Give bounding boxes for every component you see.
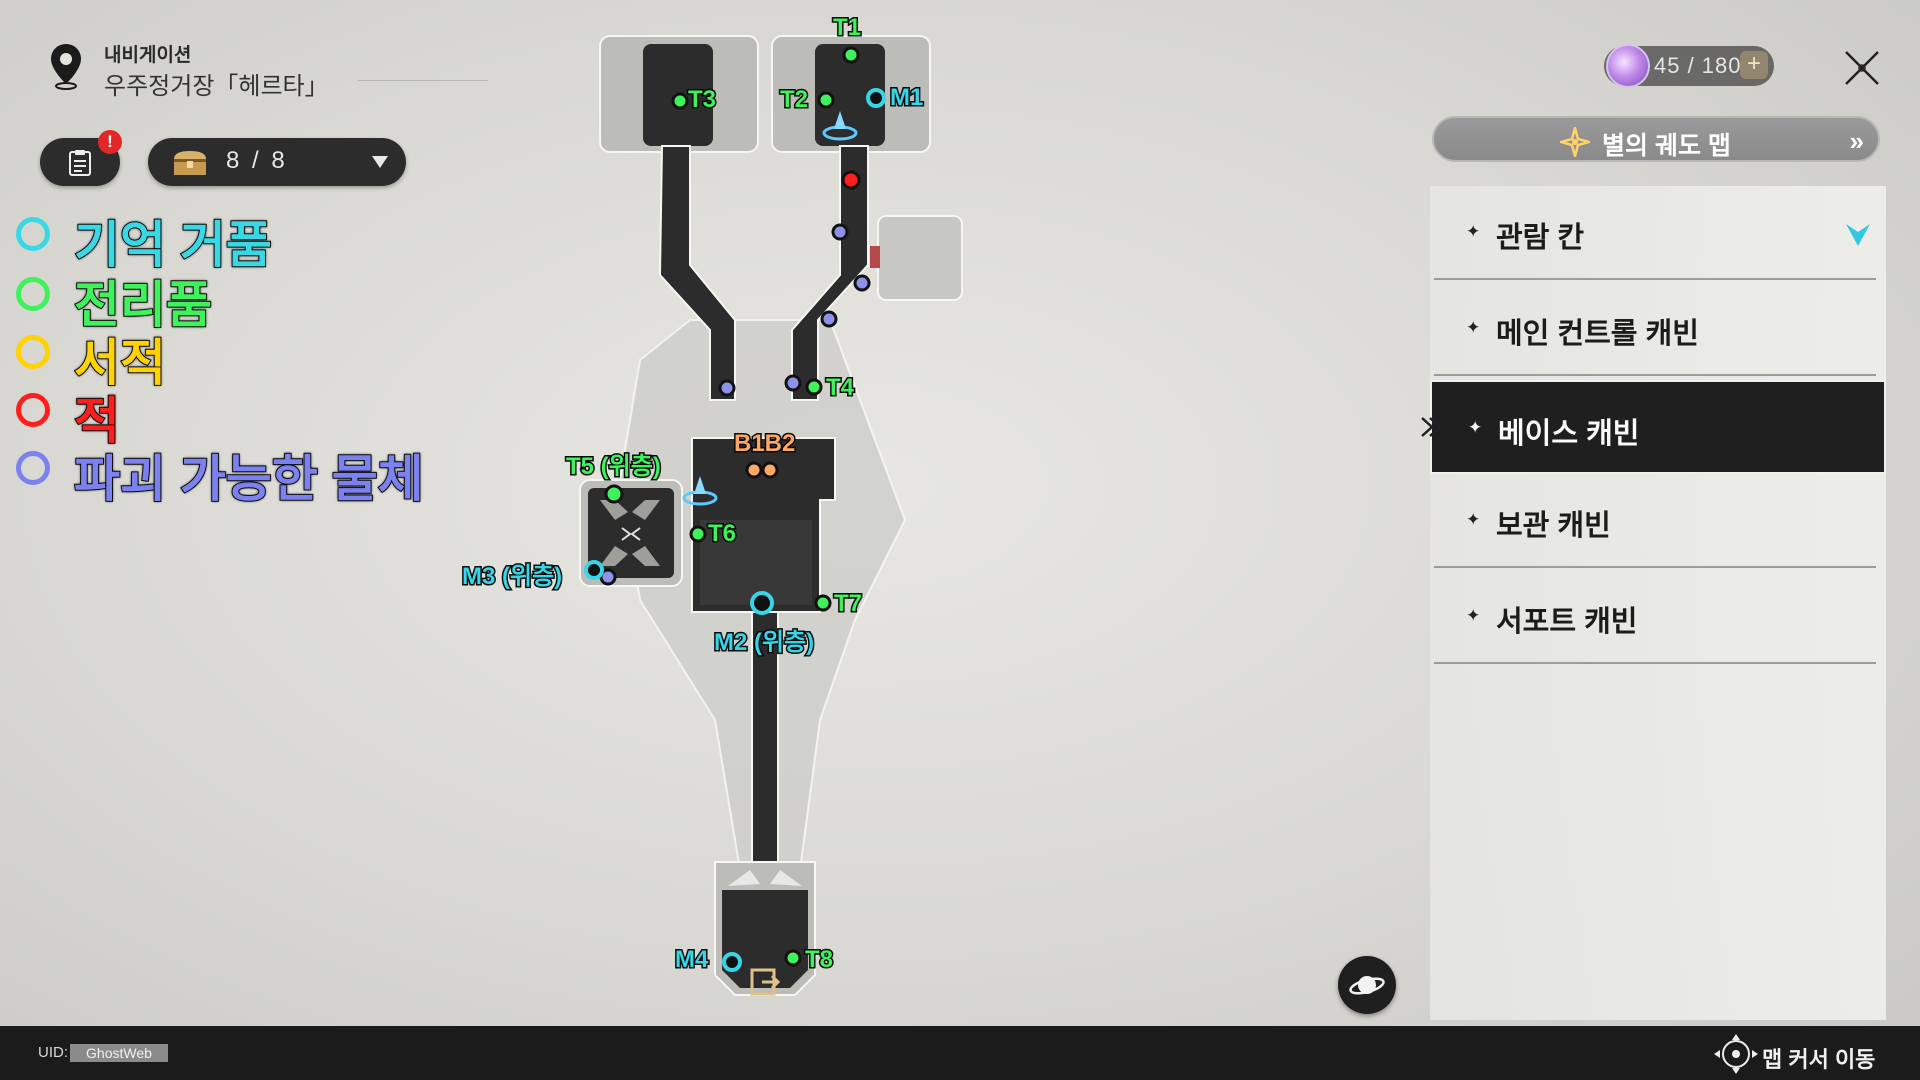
legend-label: 전리품 [73, 276, 213, 334]
marker-label-m2: M2 (위층) [712, 628, 815, 658]
floor-name: 메인 컨트롤 캐빈 [1496, 318, 1699, 350]
floor-divider [1434, 374, 1876, 376]
legend-label: 서적 [73, 334, 167, 392]
diamond-bullet-icon: ✦ [1466, 318, 1481, 337]
memory-bubble-markers [584, 88, 886, 972]
mission-alert-badge: ! [98, 130, 122, 154]
floor-divider [1434, 662, 1876, 664]
marker-label-m3: M3 (위층) [460, 562, 563, 592]
trailblaze-map-button[interactable]: 별의 궤도 맵 » [1432, 116, 1880, 162]
location-pin-icon [51, 44, 81, 90]
dpad-icon [1714, 1034, 1758, 1074]
trailblaze-power-value: 45 / 180 [1654, 53, 1742, 78]
marker-label-m4: M4 [673, 945, 709, 975]
marker-label-t1: T1 [831, 13, 862, 43]
chevron-down-icon [372, 156, 388, 168]
marker-label-m1: M1 [888, 83, 924, 113]
enemy-marker [841, 170, 861, 190]
marker-label-b1b2: B1B2 [732, 429, 796, 459]
floor-name: 관람 칸 [1496, 222, 1585, 254]
navigation-label: 내비게이션 [104, 45, 192, 66]
diamond-bullet-icon: ✦ [1466, 222, 1481, 241]
floor-name: 보관 캐빈 [1496, 510, 1611, 542]
legend-label: 파괴 가능한 물체 [73, 450, 425, 508]
header-divider [358, 80, 488, 81]
marker-label-t2: T2 [778, 85, 809, 115]
book-markers [745, 461, 779, 479]
marker-label-t6: T6 [706, 519, 737, 549]
current-floor-indicator-icon [1846, 224, 1870, 246]
floor-name: 베이스 캐빈 [1498, 418, 1640, 450]
trailblaze-map-label: 별의 궤도 맵 [1602, 132, 1731, 160]
location-name: 우주정거장「헤르타」 [104, 73, 329, 100]
planet-icon [1349, 976, 1385, 995]
diamond-bullet-icon: ✦ [1466, 606, 1481, 625]
chevron-right-icon: » [1849, 126, 1864, 156]
map-side-room [877, 215, 963, 301]
map-south-corridor [751, 611, 779, 883]
floor-item-support[interactable]: ✦ 서포트 캐빈 [1430, 570, 1886, 664]
marker-label-t3: T3 [686, 85, 717, 115]
legend-ring-icon [16, 451, 50, 485]
treasure-chest-dropdown[interactable]: 8 / 8 [148, 138, 406, 186]
marker-label-t7: T7 [832, 589, 863, 619]
floor-map[interactable] [450, 0, 1010, 1010]
chest-count: 8 / 8 [226, 147, 288, 174]
space-anchor-icon [682, 476, 718, 506]
world-map-button[interactable] [1338, 956, 1396, 1014]
treasure-chest-icon [174, 151, 206, 175]
legend-label: 적 [73, 392, 121, 450]
legend-ring-icon [16, 217, 50, 251]
bottom-bar [0, 1026, 1920, 1080]
legend-ring-icon [16, 335, 50, 369]
destructible-markers [599, 223, 871, 586]
legend-ring-icon [16, 393, 50, 427]
star-compass-icon [1560, 127, 1590, 157]
trailblaze-power-icon [1606, 44, 1650, 88]
floor-item-main-control[interactable]: ✦ 메인 컨트롤 캐빈 [1430, 282, 1886, 376]
legend-label: 기억 거품 [73, 216, 273, 274]
uid-value: GhostWeb [70, 1044, 168, 1062]
diamond-bullet-icon: ✦ [1468, 418, 1483, 437]
navigation-header: 내비게이션 우주정거장「헤르타」 [48, 38, 488, 102]
floor-name: 서포트 캐빈 [1496, 606, 1638, 638]
add-power-button[interactable]: + [1740, 51, 1768, 79]
clipboard-icon [69, 150, 91, 176]
exit-door-icon [750, 968, 781, 996]
selected-floor-arrow-icon [1421, 417, 1442, 437]
marker-label-t4: T4 [824, 373, 855, 403]
floor-divider [1434, 278, 1876, 280]
floor-divider [1434, 566, 1876, 568]
map-cursor-hint-label: 맵 커서 이동 [1762, 1047, 1876, 1072]
uid-label: UID: [38, 1044, 68, 1061]
floor-item-observation[interactable]: ✦ 관람 칸 [1430, 186, 1886, 280]
floor-selector-panel: ✦ 관람 칸 ✦ 메인 컨트롤 캐빈 ✦ 베이스 캐빈 ✦ 보관 캐빈 ✦ 서포… [1430, 186, 1886, 1020]
close-icon[interactable] [1838, 44, 1886, 92]
marker-label-t8: T8 [803, 945, 834, 975]
floor-item-storage[interactable]: ✦ 보관 캐빈 [1430, 474, 1886, 568]
loot-markers [604, 46, 860, 967]
trailblaze-power-counter: 45 / 180 + [1604, 44, 1774, 88]
legend-ring-icon [16, 277, 50, 311]
floor-item-base-cabin[interactable]: ✦ 베이스 캐빈 [1430, 380, 1886, 474]
space-anchor-icon [822, 111, 858, 141]
diamond-bullet-icon: ✦ [1466, 510, 1481, 529]
marker-label-t5: T5 (위층) [565, 452, 663, 482]
